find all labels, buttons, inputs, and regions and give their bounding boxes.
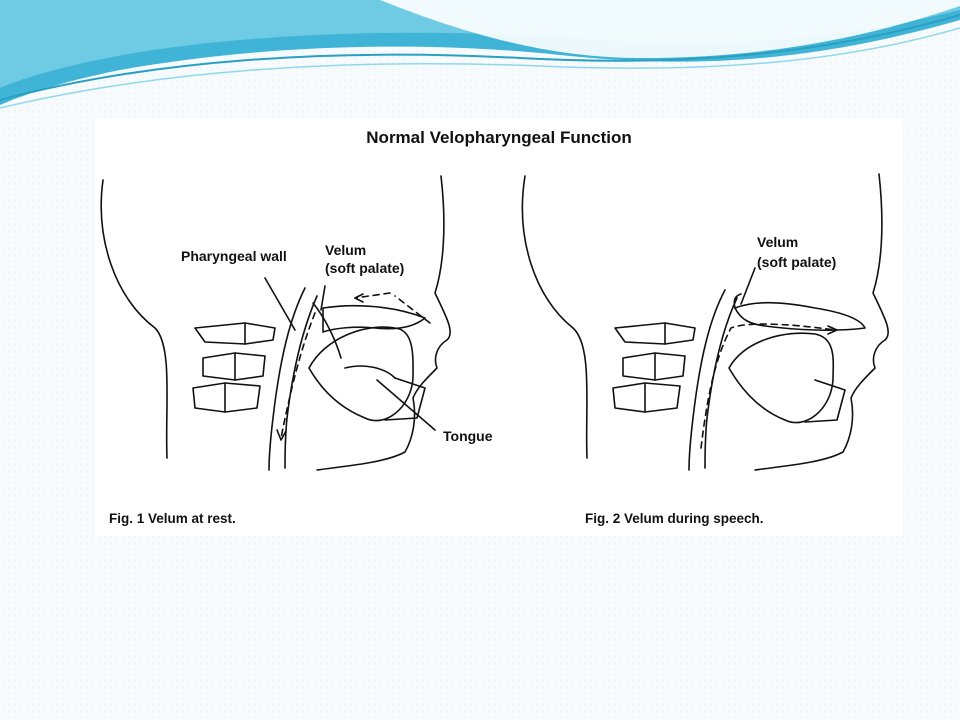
fig1-head-profile	[100, 175, 451, 471]
label-tongue: Tongue	[443, 428, 493, 444]
fig1-vertebrae	[192, 322, 276, 413]
fig2-leader-lines	[740, 267, 756, 305]
fig2-pharynx	[688, 289, 738, 471]
label-pharyngeal-wall: Pharyngeal wall	[181, 248, 287, 264]
fig2-velum-raised-palate-tongue	[728, 293, 866, 424]
diagram-panel: Normal Velopharyngeal Function Pharyngea…	[95, 118, 903, 536]
label-velum-fig2: Velum	[757, 234, 799, 250]
fig2-head-profile	[521, 173, 889, 471]
label-velum-fig1: Velum	[325, 242, 367, 258]
caption-fig1: Fig. 1 Velum at rest.	[109, 511, 236, 526]
label-soft-palate-fig1: (soft palate)	[325, 260, 405, 276]
caption-fig2: Fig. 2 Velum during speech.	[585, 511, 764, 526]
header-wave-decoration	[0, 0, 960, 109]
fig1-leader-lines	[264, 277, 436, 431]
fig1-palate-tongue	[308, 304, 426, 422]
fig2-vertebrae	[612, 322, 696, 413]
label-soft-palate-fig2: (soft palate)	[757, 254, 837, 270]
fig2-airflow-arrows	[700, 323, 838, 449]
fig1-airflow-arrows	[276, 292, 431, 441]
diagram-title: Normal Velopharyngeal Function	[366, 128, 632, 147]
fig1-pharynx	[268, 287, 342, 471]
velopharyngeal-diagram	[100, 173, 889, 471]
